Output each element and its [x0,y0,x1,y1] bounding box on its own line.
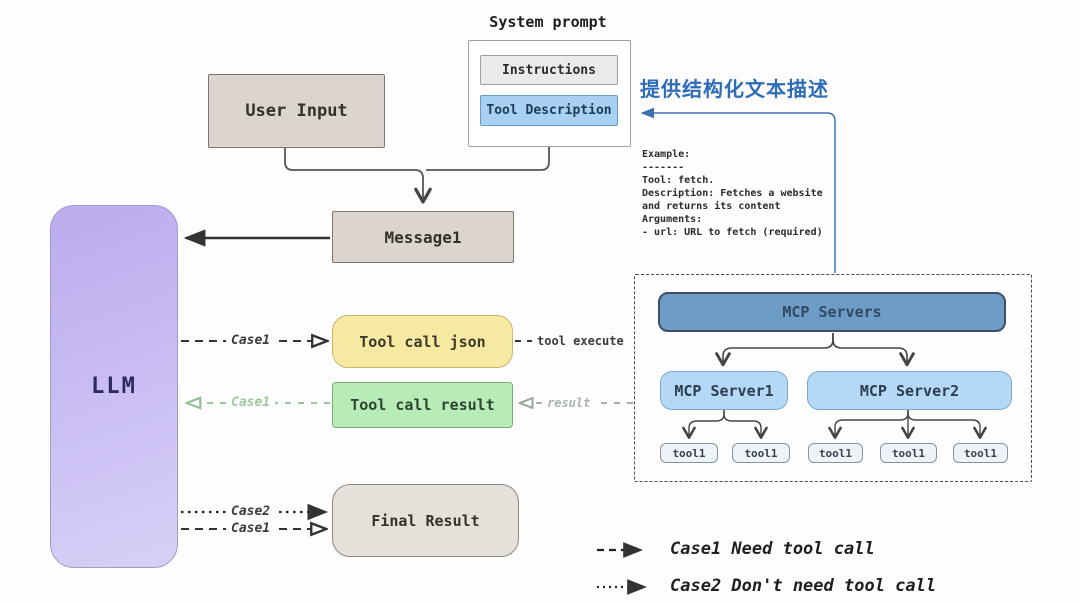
tool-node: tool1 [732,443,790,463]
edge-label-case2: Case2 [226,504,276,519]
legend-case1-label: Case1 Need tool call [670,539,875,559]
annotation-structured-text: 提供结构化文本描述 [640,77,829,101]
example-line: Tool: fetch. [642,175,715,186]
edge-userinput-to-message1 [284,148,432,204]
edge-server2-to-tool3 [907,410,987,439]
edge-server1-to-tool1 [682,410,725,439]
instructions-box: Instructions [480,55,618,85]
example-line: Example: [642,149,691,160]
user-input-node: User Input [208,74,385,148]
system-prompt-title: System prompt [489,13,607,31]
example-block: Example: ------- Tool: fetch. Descriptio… [642,148,823,239]
edge-label-result: result [542,396,596,410]
tool-call-json-node: Tool call json [332,315,513,368]
example-line: Arguments: [642,214,703,225]
edge-mcp-to-tooldescription [640,107,836,273]
mcp-servers-header: MCP Servers [658,292,1006,332]
tool-node: tool1 [953,443,1008,463]
mcp-servers-container [634,274,1032,482]
edge-mcp-to-server2 [832,333,915,367]
edge-label-case1-final: Case1 [226,521,276,536]
edge-server1-to-tool2 [723,410,768,439]
final-result-node: Final Result [332,484,519,557]
edge-label-case1: Case1 [226,333,276,348]
tool-node: tool1 [660,443,718,463]
tool-call-result-node: Tool call result [332,382,513,428]
edge-label-tool-execute: tool execute [532,334,629,348]
edge-label-case1-result: Case1 [226,395,276,410]
tool-description-box: Tool Description [480,95,618,126]
edge-systemprompt-to-merge [426,146,550,171]
example-line: - url: URL to fetch (required) [642,227,823,238]
tool-node: tool1 [880,443,937,463]
mcp-server2-node: MCP Server2 [807,371,1012,410]
mcp-server1-node: MCP Server1 [660,371,788,410]
llm-node: LLM [50,205,178,568]
edge-mcp-to-server1 [715,333,834,367]
tool-node: tool1 [808,443,863,463]
message1-node: Message1 [332,211,514,263]
example-line: and returns its content [642,201,781,212]
legend-case2-label: Case2 Don't need tool call [670,576,937,596]
example-line: Description: Fetches a website [642,188,823,199]
example-line: ------- [642,162,685,173]
